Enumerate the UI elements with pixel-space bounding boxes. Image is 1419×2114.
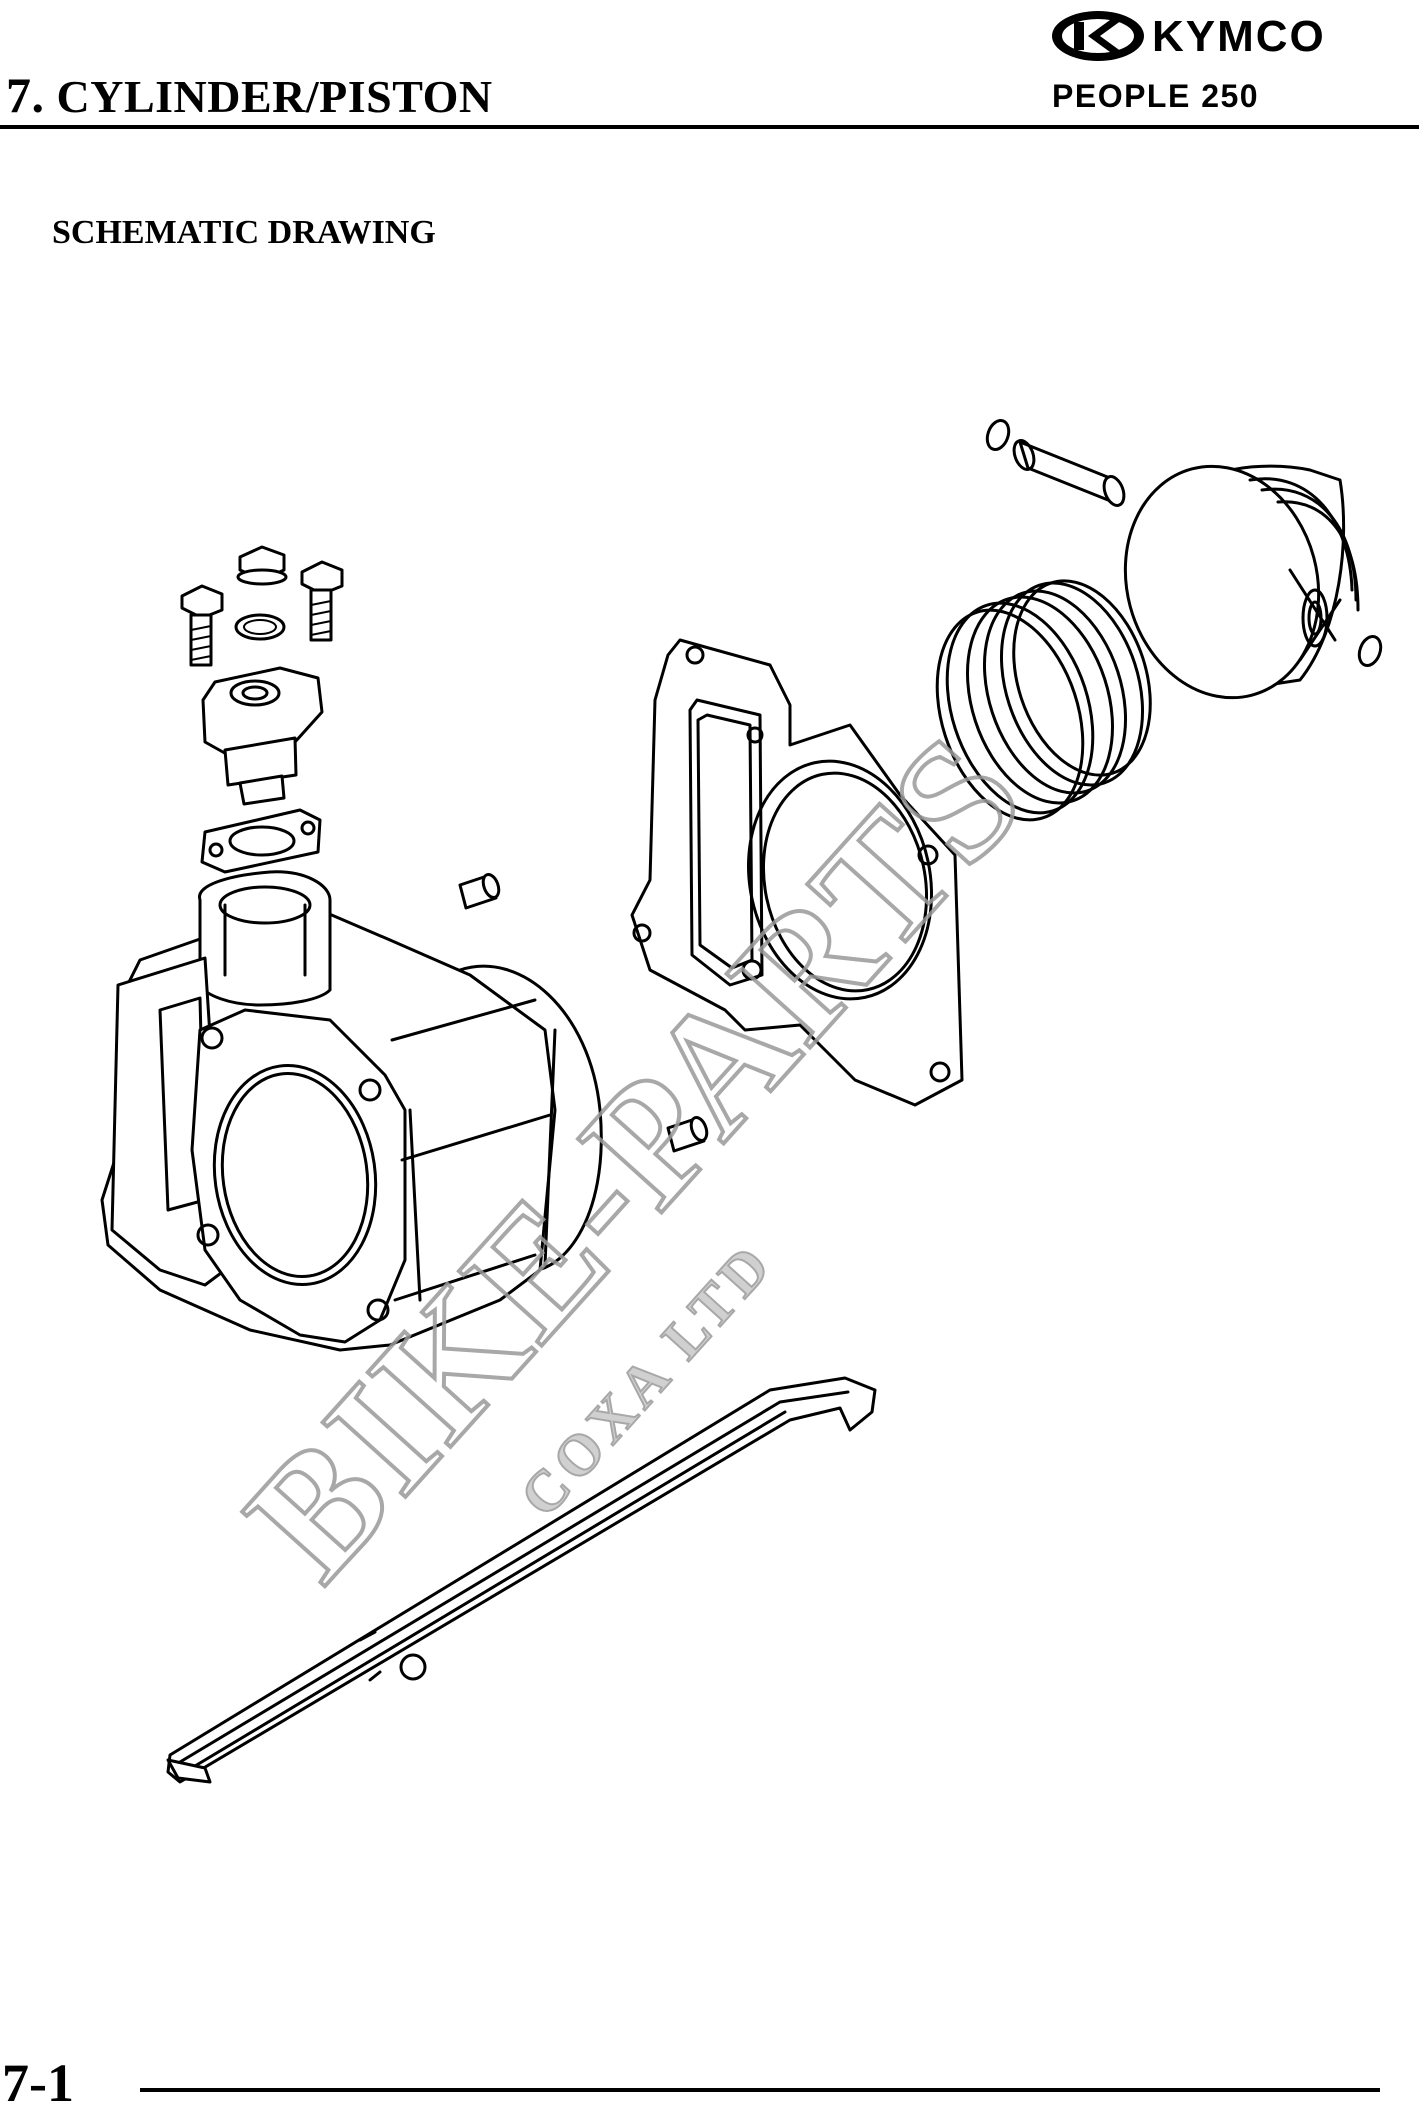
piston-pin-clip-left bbox=[985, 418, 1011, 452]
cam-chain-guide bbox=[166, 1376, 877, 1784]
section-heading: SCHEMATIC DRAWING bbox=[52, 214, 436, 251]
cylinder-gasket bbox=[630, 638, 964, 1107]
chapter-title: 7. CYLINDER/PISTON bbox=[6, 66, 493, 124]
piston bbox=[1123, 464, 1360, 700]
piston-pin bbox=[1012, 439, 1126, 507]
model-name: PEOPLE 250 bbox=[1052, 78, 1260, 114]
chapter-number: 7. bbox=[6, 67, 45, 123]
cam-chain-tensioner bbox=[201, 666, 324, 806]
kymco-logo: KYMCO bbox=[1052, 11, 1326, 61]
piston-pin-clip-right bbox=[1357, 634, 1383, 668]
tensioner-gasket bbox=[200, 808, 322, 874]
cylinder-block bbox=[100, 870, 603, 1352]
dowel-pin-upper bbox=[458, 872, 501, 910]
header-divider bbox=[0, 125, 1419, 129]
o-ring bbox=[234, 613, 286, 641]
dowel-pin-lower bbox=[666, 1115, 709, 1153]
bolt-right bbox=[300, 560, 344, 642]
brand-name: KYMCO bbox=[1152, 12, 1326, 61]
bolt-left bbox=[180, 584, 224, 667]
chapter-name: CYLINDER/PISTON bbox=[56, 71, 493, 122]
piston-rings bbox=[935, 579, 1152, 822]
footer-divider bbox=[140, 2088, 1380, 2092]
tensioner-bolt bbox=[236, 545, 288, 586]
page-number: 7-1 bbox=[2, 2053, 74, 2113]
schematic-drawing: BIKE-PARTS COXA LTD bbox=[100, 418, 1383, 1784]
